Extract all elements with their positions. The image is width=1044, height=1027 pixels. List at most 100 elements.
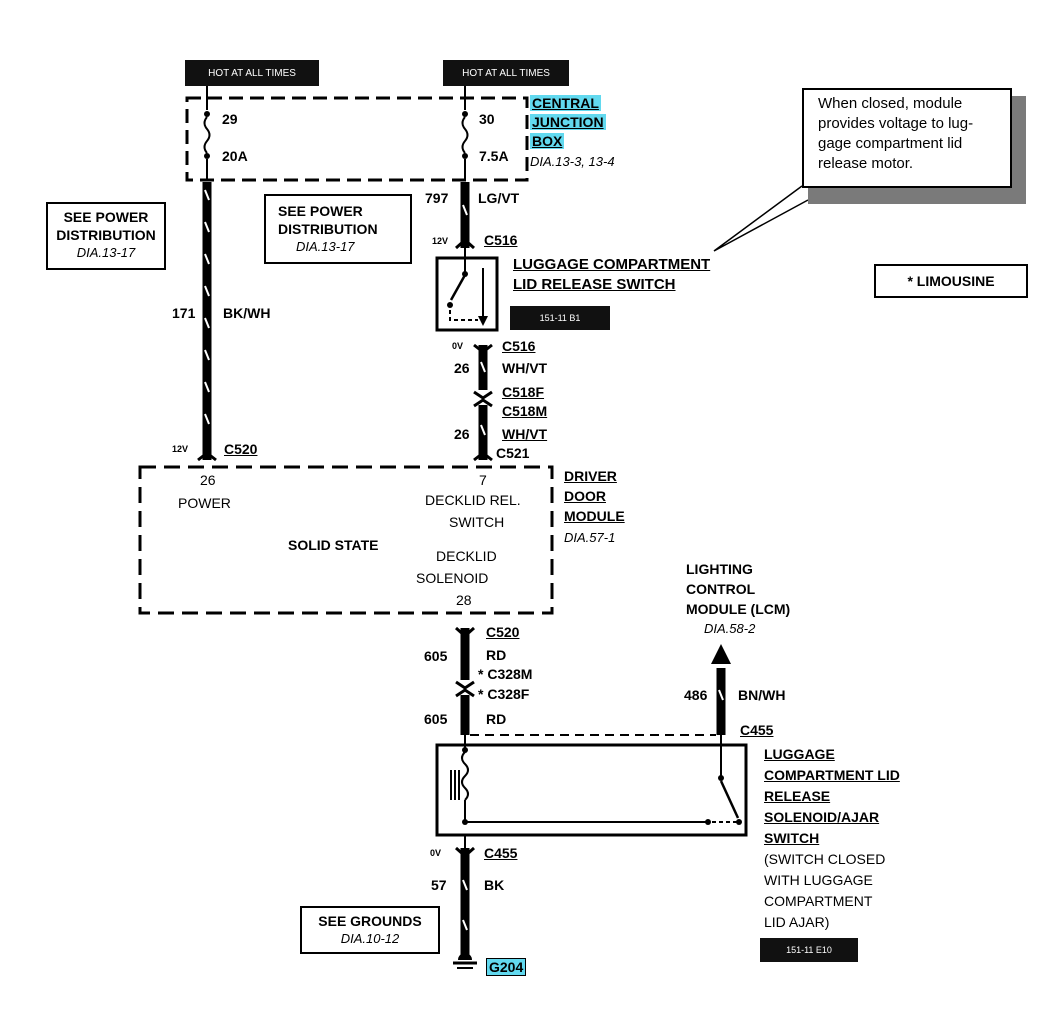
wire-605-upper-color: RD <box>486 647 507 663</box>
pin-7-label: 7 <box>479 472 487 488</box>
wire-605-lower-number: 605 <box>424 711 448 727</box>
pin-26-label: 26 <box>200 472 216 488</box>
central-junction-box-outline <box>185 96 529 182</box>
lcs-component-code: 151-11 B1 <box>510 306 610 330</box>
wire-486-number: 486 <box>684 687 708 703</box>
see-power-left-ref: DIA.13-17 <box>76 245 136 260</box>
wire-797-color: LG/VT <box>478 190 520 206</box>
fuse-29-icon <box>203 116 211 154</box>
solenoid-label: SOLENOID <box>416 570 489 586</box>
callout-line2: provides voltage to lug- <box>818 115 974 132</box>
switch-label: SWITCH <box>449 514 505 530</box>
decklid-label: DECKLID <box>436 548 497 564</box>
connector-c455-bottom: C455 <box>484 845 518 861</box>
solsw-title-line4: SOLENOID/AJAR <box>764 809 880 825</box>
solsw-title-line5: SWITCH <box>764 830 820 846</box>
cjb-title-line1: CENTRAL <box>530 95 601 111</box>
solenoid-ajar-switch-box <box>435 743 748 837</box>
voltage-12v-top: 12V <box>432 236 449 246</box>
see-power-mid-ref: DIA.13-17 <box>296 239 355 254</box>
callout-line4: release motor. <box>818 155 914 172</box>
solsw-note-line2: WITH LUGGAGE <box>764 872 873 888</box>
lcm-diagram-ref: DIA.58-2 <box>704 621 756 636</box>
ajar-switch-contact-icon <box>719 780 740 819</box>
wire-605-lower-color: RD <box>486 711 507 727</box>
wire-26-upper-number: 26 <box>454 360 470 376</box>
ddm-title-line1: DRIVER <box>564 468 617 484</box>
see-grounds-box: SEE GROUNDS DIA.10-12 <box>300 906 440 954</box>
connector-c328m: * C328M <box>478 666 533 682</box>
solsw-note-line1: (SWITCH CLOSED <box>764 851 886 867</box>
solsw-title-line3: RELEASE <box>764 788 831 804</box>
wire-486-color: BN/WH <box>738 687 786 703</box>
solsw-note-line4: LID AJAR) <box>764 914 830 930</box>
see-grounds-ref: DIA.10-12 <box>340 931 400 946</box>
ground-g204-label: G204 <box>486 958 527 976</box>
see-power-distribution-mid: SEE POWER DISTRIBUTION DIA.13-17 <box>264 194 412 264</box>
lcs-title-line1: LUGGAGE COMPARTMENT <box>513 256 711 273</box>
pin-28-label: 28 <box>456 592 472 608</box>
voltage-12v-left: 12V <box>172 444 189 454</box>
fuse-29-rating: 20A <box>222 148 248 164</box>
callout-line1: When closed, module <box>818 95 963 112</box>
see-grounds-line1: SEE GROUNDS <box>318 913 422 929</box>
connector-c455-top: C455 <box>740 722 774 738</box>
see-power-distribution-left: SEE POWER DISTRIBUTION DIA.13-17 <box>46 202 166 270</box>
switch-contact-icon <box>449 274 467 301</box>
solsw-note-line3: COMPARTMENT <box>764 893 873 909</box>
luggage-release-switch-box <box>435 256 499 332</box>
lcm-title-line2: CONTROL <box>686 581 756 597</box>
wire-57-color: BK <box>484 877 505 893</box>
ddm-title-line3: MODULE <box>564 508 625 524</box>
see-power-left-line2: DISTRIBUTION <box>56 227 156 243</box>
power-label: POWER <box>178 495 231 511</box>
wire-26-upper-color: WH/VT <box>502 360 548 376</box>
solsw-title-line1: LUGGAGE <box>764 746 835 762</box>
wire-605-upper-number: 605 <box>424 648 448 664</box>
ground-symbol-icon <box>453 953 477 969</box>
callout-note-box: When closed, module provides voltage to … <box>802 88 1012 188</box>
hot-at-all-times-left: HOT AT ALL TIMES <box>185 60 319 86</box>
cjb-diagram-ref: DIA.13-3, 13-4 <box>530 154 615 169</box>
voltage-0v-bottom: 0V <box>430 848 442 858</box>
connector-c516-top: C516 <box>484 232 518 248</box>
solenoid-coil-icon <box>461 751 469 801</box>
connector-c516-bottom: C516 <box>502 338 536 354</box>
wire-26-lower-number: 26 <box>454 426 470 442</box>
hot-at-all-times-right: HOT AT ALL TIMES <box>443 60 569 86</box>
see-power-mid-line2: DISTRIBUTION <box>278 221 378 237</box>
wire-171-number: 171 <box>172 305 196 321</box>
ddm-title-line2: DOOR <box>564 488 606 504</box>
connector-c328f: * C328F <box>478 686 530 702</box>
fuse-30-icon <box>461 116 469 154</box>
decklid-rel-label: DECKLID REL. <box>425 492 521 508</box>
wire-171-color: BK/WH <box>223 305 271 321</box>
connector-c520-top: C520 <box>224 441 258 457</box>
cjb-title-line2: JUNCTION <box>530 114 606 130</box>
lcs-title-line2: LID RELEASE SWITCH <box>513 276 676 293</box>
wire-26-lower-color: WH/VT <box>502 426 548 442</box>
see-power-mid-line1: SEE POWER <box>278 203 363 219</box>
callout-pointer <box>713 185 809 252</box>
callout-line3: gage compartment lid <box>818 135 963 152</box>
lcm-arrow-icon <box>711 644 731 664</box>
wire-57-number: 57 <box>431 877 447 893</box>
lcm-title-line3: MODULE (LCM) <box>686 601 791 617</box>
solsw-component-code: 151-11 E10 <box>760 938 858 962</box>
limousine-label: * LIMOUSINE <box>907 273 995 289</box>
solsw-title-line2: COMPARTMENT LID <box>764 767 900 783</box>
connector-c518f: C518F <box>502 384 545 400</box>
cjb-title-line3: BOX <box>530 133 565 149</box>
fuse-29-label: 29 <box>222 111 238 127</box>
connector-c521: C521 <box>496 445 530 461</box>
driver-door-module-outline <box>138 465 554 615</box>
limousine-note: * LIMOUSINE <box>874 264 1028 298</box>
solid-state-label: SOLID STATE <box>288 537 379 553</box>
fuse-30-label: 30 <box>479 111 495 127</box>
ddm-diagram-ref: DIA.57-1 <box>564 530 616 545</box>
wire-797-number: 797 <box>425 190 449 206</box>
connector-c520-bottom: C520 <box>486 624 520 640</box>
connector-c518m: C518M <box>502 403 548 419</box>
lcm-title-line1: LIGHTING <box>686 561 753 577</box>
